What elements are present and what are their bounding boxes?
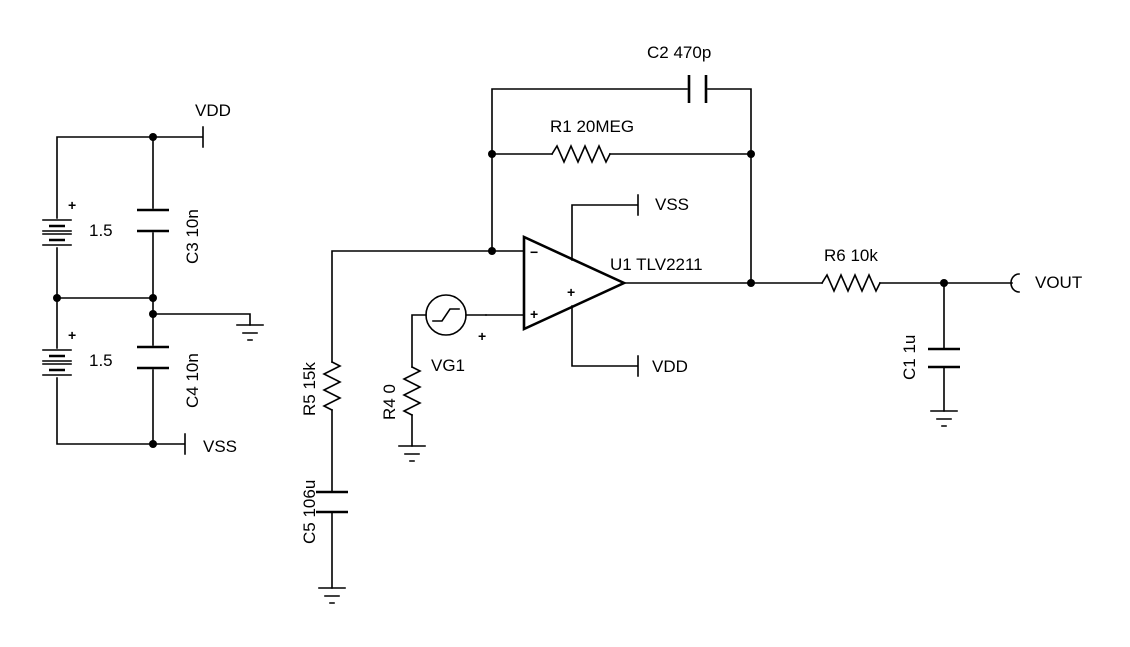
capacitor-c2 [687, 75, 708, 103]
junction-dot [53, 294, 61, 302]
capacitor-c1 [928, 347, 960, 369]
battery-2 [42, 349, 72, 376]
opamp-u1: − + + U1 TLV2211 VSS VDD [485, 194, 752, 377]
opamp-wires [485, 194, 752, 377]
vdd-opamp-label: VDD [652, 357, 688, 376]
r6-label: R6 10k [824, 246, 878, 265]
resistor-r6 [820, 273, 882, 293]
output-filter: R6 10k C1 1u VOUT [747, 246, 1082, 427]
supply-wires [56, 126, 251, 455]
input-network: R5 15k C5 106u [300, 250, 493, 604]
capacitor-c3 [137, 208, 169, 233]
c2-label: C2 470p [647, 43, 711, 62]
r5-label: R5 15k [300, 362, 319, 416]
c5-label: C5 106u [300, 480, 319, 544]
junction-dot [940, 279, 948, 287]
ground-symbol-supply [236, 324, 264, 341]
step-waveform-icon [432, 308, 460, 322]
feedback-network: C2 470p R1 20MEG [488, 43, 755, 284]
capacitor-c5 [316, 490, 348, 514]
battery-2-polarity: + [68, 327, 76, 343]
ground-symbol-r4 [398, 445, 426, 462]
vdd-top-label: VDD [195, 101, 231, 120]
battery-1-value: 1.5 [89, 221, 113, 240]
battery-2-value: 1.5 [89, 351, 113, 370]
r5-c5-wires [331, 250, 493, 589]
output-wires [750, 282, 1013, 412]
junction-dot [149, 133, 157, 141]
opamp-noninverting-sign: + [530, 306, 538, 322]
opamp-inverting-sign: − [530, 244, 538, 260]
supply-section: + 1.5 + 1.5 C3 10n C4 10n VDD VSS [42, 101, 264, 456]
output-port-icon [1010, 273, 1020, 293]
vss-left-label: VSS [203, 437, 237, 456]
c1-label: C1 1u [900, 335, 919, 380]
resistor-r1 [550, 144, 612, 164]
vss-opamp-label: VSS [655, 195, 689, 214]
capacitor-c4 [137, 345, 169, 370]
vg1-label: VG1 [431, 356, 465, 375]
vg1-polarity: + [478, 328, 486, 344]
battery-1-polarity: + [68, 197, 76, 213]
junction-dot [747, 279, 755, 287]
c3-label: C3 10n [183, 209, 202, 264]
battery-1 [42, 219, 72, 246]
signal-source: R4 0 VG1 + [380, 294, 487, 462]
junction-dot [747, 150, 755, 158]
ground-symbol-c1 [930, 410, 958, 427]
r1-label: R1 20MEG [550, 117, 634, 136]
junction-dot [149, 440, 157, 448]
junction-dot [149, 294, 157, 302]
junction-dot [488, 150, 496, 158]
opamp-supply-sign: + [567, 284, 575, 300]
resistor-r5 [322, 360, 342, 412]
c4-label: C4 10n [183, 353, 202, 408]
vg1-wires [411, 314, 487, 447]
u1-label: U1 TLV2211 [610, 255, 703, 274]
opamp-triangle [522, 234, 628, 332]
vout-label: VOUT [1035, 273, 1082, 292]
r4-label: R4 0 [380, 384, 399, 420]
junction-dot [149, 310, 157, 318]
resistor-r4 [402, 365, 422, 417]
ground-symbol-c5 [318, 587, 346, 604]
feedback-wires [491, 88, 752, 284]
